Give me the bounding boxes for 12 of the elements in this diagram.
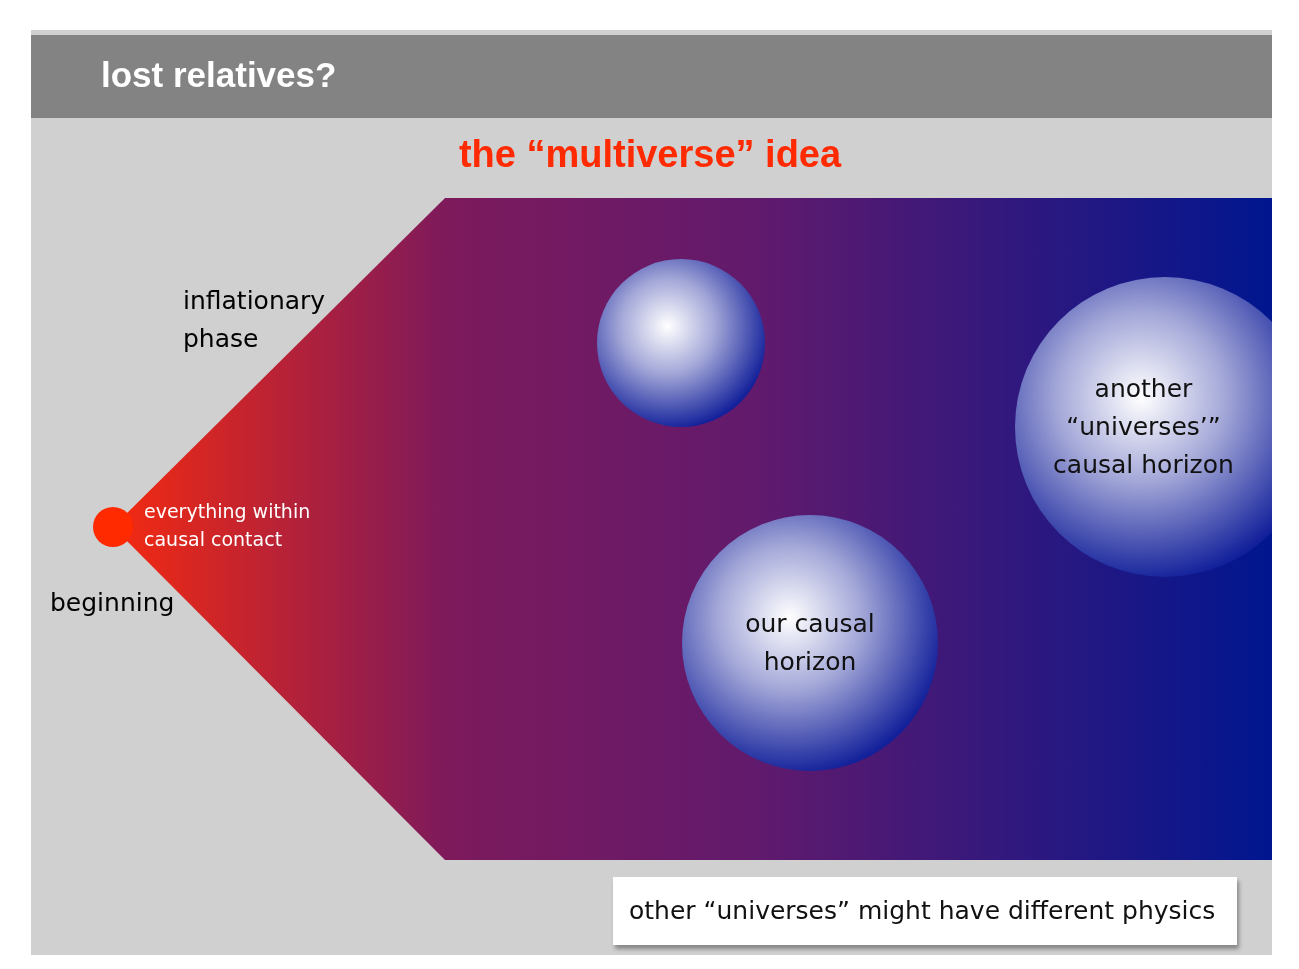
annotation-text: everything within causal contact — [144, 499, 312, 552]
node-label: another “universes’” causal horizon — [1052, 373, 1235, 481]
subtitle: the “multiverse” idea — [457, 132, 843, 177]
note-box — [613, 877, 1237, 945]
node-label: our causal horizon — [744, 608, 876, 678]
start-point-dot — [93, 507, 133, 547]
slide-title: lost relatives? — [101, 55, 337, 95]
stage-label: inflationary phase — [183, 285, 327, 355]
horizon-sphere — [597, 259, 765, 427]
stage-label: beginning — [50, 587, 176, 619]
horizon-sphere — [682, 515, 938, 771]
node-label: other “universes” might have different physics — [629, 895, 1216, 927]
